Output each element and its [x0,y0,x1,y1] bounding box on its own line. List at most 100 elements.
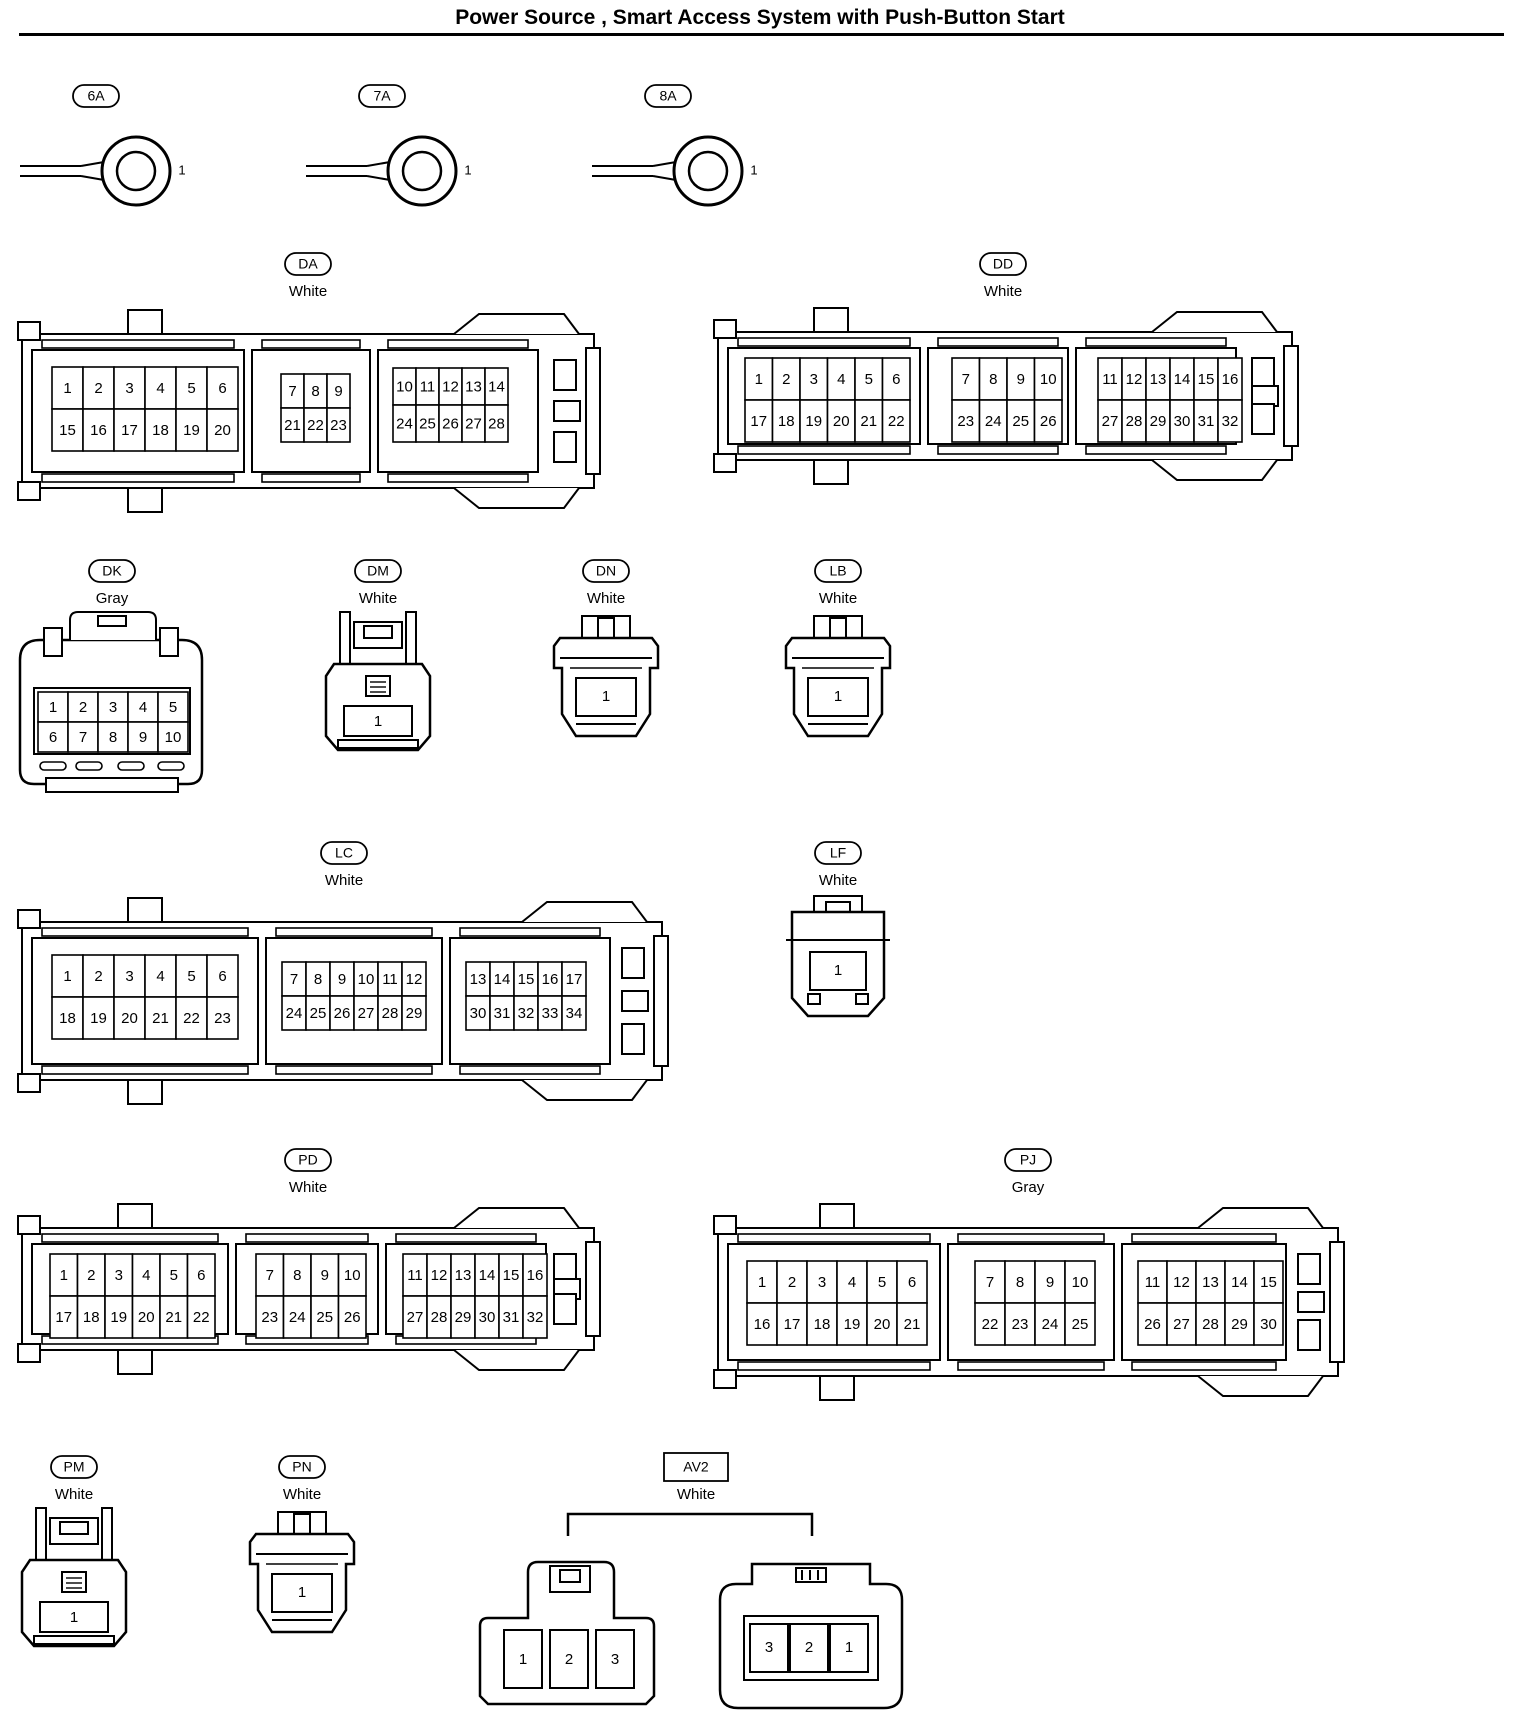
pin-number: 1 [602,688,610,705]
pin-number: 32 [1222,413,1239,430]
pin-number: 22 [183,1010,200,1027]
pin-cell [175,996,208,1040]
pin-cell [157,721,189,753]
pin-number: 15 [1198,371,1215,388]
connector-color-label: White [283,1486,321,1503]
pin-cell [402,1295,428,1339]
rib-slot [117,761,145,771]
pin-cell [337,1295,367,1339]
pin-cell [1097,399,1123,443]
pin-number: 1 [63,968,71,985]
pin-number: 8 [293,1267,301,1284]
pin-number: 1 [298,1584,306,1601]
pin-number: 28 [382,1005,399,1022]
rib-slot [1085,445,1227,455]
pin-cell [1195,1302,1226,1346]
pin-cell [881,399,911,443]
pin-number: 4 [139,699,147,716]
pin-cell [82,408,115,452]
pin-cell [806,1302,838,1346]
pin-cell [113,366,146,410]
rib-slot [157,761,185,771]
housing-outline [43,627,63,657]
pin-number: 19 [90,1010,107,1027]
pin-cell [474,1295,500,1339]
pin-number: 21 [152,1010,169,1027]
pin-number: 18 [152,422,169,439]
pin-number: 25 [1012,413,1029,430]
pin-number: 1 [519,1651,527,1668]
pin-number: 2 [79,699,87,716]
housing-outline [1251,357,1275,389]
housing-outline [549,1629,589,1689]
pin-number: 16 [1222,371,1239,388]
pin-number: 6 [197,1267,205,1284]
pin-number: 28 [431,1309,448,1326]
connector-lf: 1 [786,895,890,1018]
pin-cell [255,1295,285,1339]
pin-number: 26 [442,415,459,432]
pin-number: 19 [844,1316,861,1333]
pin-cell [159,1295,189,1339]
pin-cell [1121,357,1147,401]
pin-cell [1064,1302,1096,1346]
pin-number: 4 [156,968,164,985]
pin-number: 1 [755,371,763,388]
housing-outline [17,1073,41,1093]
connector-code: DA [298,256,318,272]
housing-outline [819,1203,855,1229]
pin-number: 16 [527,1267,544,1284]
pin-number: 12 [1173,1274,1190,1291]
pin-cell [1169,357,1195,401]
pin-cell [206,954,239,998]
pin-number: 15 [59,422,76,439]
pin-number: 1 [60,1267,68,1284]
pin-cell [854,399,884,443]
pin-cell [978,357,1008,401]
pin-number: 6 [892,371,900,388]
rib-slot [937,445,1059,455]
pin-number: 19 [805,413,822,430]
pin-number: 2 [565,1651,573,1668]
pin-number: 17 [750,413,767,430]
housing-outline [1251,403,1275,435]
pin-number: 23 [261,1309,278,1326]
housing-outline [117,1203,153,1229]
terminal-code-pill [358,84,406,108]
pin-cell [836,1260,868,1304]
pin-number: 12 [431,1267,448,1284]
connector-code-pill [284,252,332,276]
pin-number: 28 [1126,413,1143,430]
pin-number: 7 [79,729,87,746]
pin-number: 1 [70,1609,78,1626]
pin-number: 14 [1174,371,1191,388]
pin-number: 21 [860,413,877,430]
connector-color-label: White [984,283,1022,300]
pin-number: 10 [344,1267,361,1284]
pin-number: 24 [1042,1316,1059,1333]
terminal-code-pill [644,84,692,108]
connector-code-pill [284,1148,332,1172]
pin-number: 29 [455,1309,472,1326]
housing-outline [365,675,391,697]
pin-number: 2 [87,1267,95,1284]
connector-code: PJ [1020,1152,1036,1168]
title-rule [19,33,1504,36]
connector-code-pill [88,559,136,583]
pin-number: 2 [94,380,102,397]
pin-number: 3 [810,371,818,388]
pin-cell [113,408,146,452]
housing-outline [713,1369,737,1389]
rib-slot [1131,1233,1277,1243]
housing-outline [713,1215,737,1235]
pin-number: 31 [494,1005,511,1022]
pin-cell [978,399,1008,443]
connector-dm: 1 [324,611,432,752]
pin-number: 29 [406,1005,423,1022]
ring-terminal: 6A1 [20,84,186,207]
pin-number: 19 [183,422,200,439]
